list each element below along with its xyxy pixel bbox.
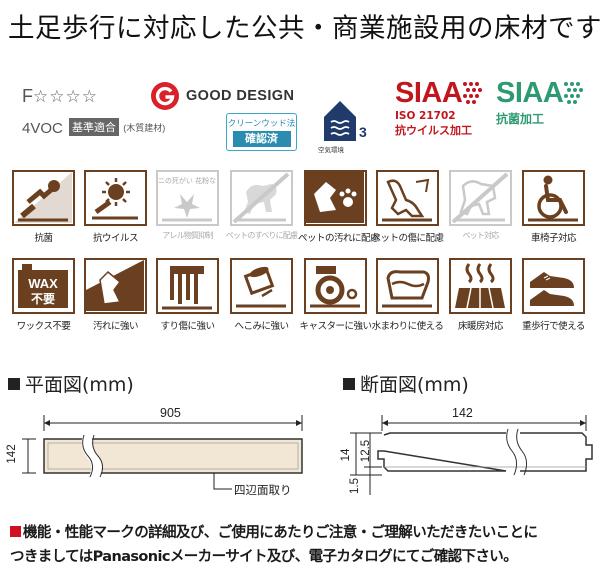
pet-slip-icon [232, 172, 290, 223]
feature-label: 汚れに強い [92, 321, 139, 332]
good-design-g-icon [151, 82, 179, 110]
house-icon: 3 [324, 101, 367, 141]
feature-scratch-resistant: すり傷に強い [156, 258, 219, 332]
feature-wheelchair: 車椅子対応 [522, 170, 585, 244]
feature-stain-resistant: 汚れに強い [84, 258, 147, 332]
wheelchair-icon [528, 175, 578, 222]
headline: 土足歩行に対応した公共・商業施設用の床材です。 [8, 13, 600, 44]
feature-label: 抗ウイルス [92, 233, 139, 244]
feature-floor-heating: 床暖房対応 [449, 258, 512, 332]
feature-water-area: 水まわりに使える [372, 258, 444, 332]
feature-pet-friendly: ペット対応 [449, 170, 512, 244]
allergen-inner-text: ダニの死がい 花粉など [158, 176, 216, 185]
plan-title-text: 平面図(mm) [25, 374, 134, 396]
bullet-square-icon [8, 378, 20, 390]
feature-label: ペット対応 [462, 231, 500, 240]
water-area-icon [382, 270, 432, 308]
scratch-resistant-icon [162, 266, 212, 310]
wax-unneeded-text: 不要 [31, 291, 55, 306]
f-star-prefix: F [22, 86, 33, 106]
plan-view-drawing [22, 415, 303, 490]
clean-wood-badge: クリーンウッド法 確認済 [226, 113, 297, 151]
caster-resistant-icon [310, 266, 360, 308]
voc-badge: 4VOC 基準適合 (木質建材) [22, 118, 165, 137]
antivirus-icon [92, 178, 138, 220]
no-wax-icon: WAX 不要 [18, 264, 68, 308]
f-star-rating: F☆☆☆☆ [22, 86, 98, 107]
stain-resistant-icon [86, 260, 144, 311]
section-width-label: 142 [452, 406, 473, 420]
disclaimer-note: 機能・性能マークの詳細及び、ご使用にあたりご注意・ご理解いただきたいことに つき… [10, 521, 595, 569]
bullet-square-red-icon [10, 526, 21, 537]
feature-allergen: ダニの死がい 花粉など アレル物質抑制 [156, 170, 219, 244]
feature-label: アレル物質抑制 [162, 231, 213, 240]
heavy-walking-icon [530, 272, 574, 306]
f-star-stars: ☆☆☆☆ [33, 87, 98, 106]
feature-no-wax: WAX 不要 ワックス不要 [12, 258, 75, 332]
feature-label: 水まわりに使える [371, 321, 444, 332]
feature-heavy-walking: 重歩行で使える [522, 258, 585, 332]
siaa-red-dots-icon [463, 82, 483, 104]
feature-pet-scratch: ペットの傷に配慮 [371, 170, 444, 244]
voc-prefix: 4VOC [22, 120, 63, 137]
section-view-title: 断面図(mm) [343, 370, 469, 397]
feature-antivirus: 抗ウイルス [84, 170, 147, 244]
feature-label: 床暖房対応 [457, 321, 504, 332]
voc-compliance-box: 基準適合 [69, 118, 120, 136]
feature-label: キャスターに強い [299, 321, 372, 332]
feature-label: 重歩行で使える [522, 321, 585, 332]
section-upper-label: 12.5 [360, 439, 372, 463]
voc-note: (木質建材) [123, 123, 166, 133]
house-number: 3 [359, 124, 367, 140]
siaa-antiviral-label: 抗ウイルス加工 [395, 124, 472, 137]
feature-label: 抗菌 [34, 233, 53, 244]
feature-label: 車椅子対応 [530, 233, 577, 244]
feature-pet-slip: ペットのすべりに配慮 [226, 170, 298, 244]
feature-label: ペットのすべりに配慮 [225, 231, 298, 240]
feature-label: へこみに強い [234, 321, 289, 332]
chamfer-callout: 四辺面取り [234, 483, 292, 497]
clean-wood-bottom: 確認済 [232, 131, 291, 147]
clean-wood-top: クリーンウッド法 [227, 119, 296, 129]
good-design-text: GOOD DESIGN [186, 88, 295, 104]
note-line-1: 機能・性能マークの詳細及び、ご使用にあたりご注意・ご理解いただきたいことに [23, 525, 538, 541]
feature-label: ペットの傷に配慮 [371, 233, 444, 244]
siaa-iso: ISO 21702 [395, 110, 456, 122]
feature-label: ワックス不要 [16, 321, 71, 332]
section-lower-label: 1.5 [349, 478, 361, 494]
siaa-antibacterial-mark: SIAA 抗菌加工 [496, 78, 585, 127]
siaa-antiviral-mark: SIAA ISO 21702 抗ウイルス加工 [395, 78, 484, 138]
plan-view-title: 平面図(mm) [8, 370, 134, 397]
siaa-antiviral-logo: SIAA [395, 77, 463, 109]
air-quality-mark: 3 空気環境 [318, 97, 370, 154]
feature-antibacterial: 抗菌 [12, 170, 75, 244]
siaa-antibacterial-label: 抗菌加工 [496, 112, 545, 126]
dent-resistant-icon [236, 266, 286, 308]
pet-scratch-icon [382, 178, 432, 222]
note-line-2: つきましてはPanasonicメーカーサイト及び、電子カタログにてご確認下さい。 [10, 549, 518, 565]
feature-dent-resistant: へこみに強い [230, 258, 293, 332]
feature-label: すり傷に強い [160, 321, 215, 332]
allergen-icon: ダニの死がい 花粉など [158, 176, 216, 222]
wax-text: WAX [28, 276, 58, 291]
section-thickness-label: 14 [340, 448, 352, 462]
siaa-green-dots-icon [564, 82, 584, 104]
section-title-text: 断面図(mm) [360, 374, 469, 396]
house-caption: 空気環境 [318, 146, 344, 154]
siaa-antibacterial-logo: SIAA [496, 77, 564, 109]
floor-heating-icon [455, 263, 505, 309]
feature-label: ペットの汚れに配慮 [298, 233, 380, 244]
plan-length-label: 905 [160, 406, 181, 420]
antibacterial-icon [14, 172, 72, 223]
feature-caster-resistant: キャスターに強い [299, 258, 372, 332]
plan-width-label: 142 [6, 444, 18, 464]
section-view-drawing [350, 415, 593, 495]
pet-stain-icon [306, 172, 364, 223]
pet-friendly-icon [451, 172, 509, 223]
feature-pet-stain: ペットの汚れに配慮 [298, 170, 380, 244]
good-design-logo: GOOD DESIGN [150, 80, 294, 112]
bullet-square-icon [343, 378, 355, 390]
